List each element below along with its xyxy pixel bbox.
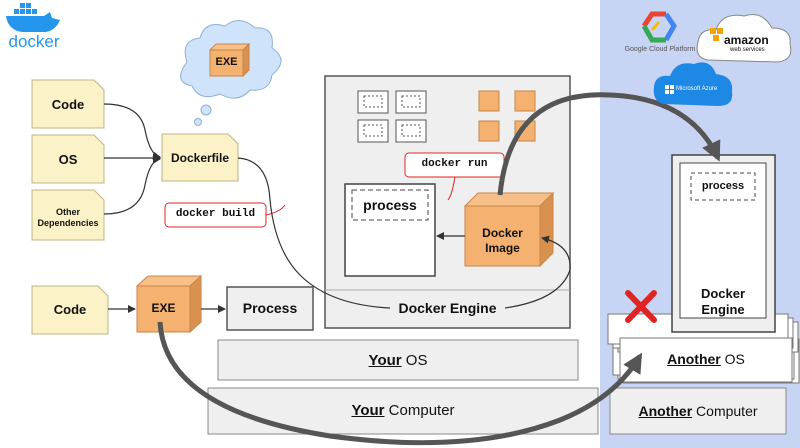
another-computer-rest: Computer: [692, 403, 758, 419]
deps-to-dockerfile-arrow: [103, 155, 161, 215]
aws-sub-label: web services: [730, 47, 765, 53]
bottom-code-label: Code: [53, 302, 87, 317]
azure-label: Microsoft Azure: [676, 86, 718, 92]
your-computer-bold: Your: [351, 402, 385, 419]
google-cloud-icon: [641, 11, 677, 43]
another-os-label: Another OS: [620, 351, 792, 367]
docker-run-label: docker run: [421, 158, 488, 170]
os-label: OS: [58, 152, 78, 167]
process-label: Process: [242, 300, 298, 316]
docker-logo-text: docker: [8, 32, 60, 51]
another-os-rest: OS: [720, 351, 745, 367]
container-process-label: process: [363, 197, 417, 213]
google-cloud-label: Google Cloud Platform: [624, 46, 696, 53]
code-note: [31, 79, 105, 129]
your-os-bold: Your: [368, 352, 402, 369]
aws-label: amazon: [724, 33, 769, 47]
thought-exe-label: EXE: [215, 56, 238, 68]
dockerfile-note: [161, 133, 239, 182]
another-computer-label: Another Computer: [610, 403, 786, 419]
docker-image-label-1: Docker: [482, 226, 523, 240]
docker-image-cube: [463, 191, 555, 268]
exe-label: EXE: [151, 301, 176, 315]
azure-cloud-icon: [653, 62, 733, 106]
another-engine-label-2: Engine: [701, 302, 745, 317]
image-to-cloud-arrow: [497, 92, 721, 196]
process-box: [226, 286, 314, 331]
your-os-rest: OS: [401, 352, 428, 369]
docker-whale-icon: [6, 3, 60, 32]
process-dashed-box: [351, 189, 429, 221]
red-x-icon: [625, 290, 657, 323]
code-label: Code: [51, 97, 85, 112]
docker-image-label-2: Image: [485, 241, 520, 255]
another-os-box: [619, 337, 793, 383]
docker-engine-label: Docker Engine: [390, 300, 505, 316]
code-to-dockerfile-arrow: [103, 103, 161, 160]
os-note: [31, 134, 105, 184]
another-computer-bold: Another: [638, 403, 693, 419]
dependencies-label: Dependencies: [37, 218, 99, 228]
your-computer-rest: Computer: [384, 402, 455, 419]
another-process-label: process: [701, 180, 745, 192]
another-process-box: [690, 172, 756, 201]
exe-cube: [135, 274, 203, 334]
bottom-code-note: [31, 285, 109, 335]
your-os-label: Your OS: [218, 352, 578, 369]
engine-to-image-arrow: [504, 235, 571, 309]
docker-build-label: docker build: [175, 208, 256, 220]
exe-to-another-os-arrow: [157, 321, 643, 446]
another-os-bold: Another: [667, 351, 721, 367]
aws-cloud-icon: [696, 14, 792, 63]
your-computer-label: Your Computer: [208, 402, 598, 419]
dockerfile-to-engine-arrow: [237, 157, 391, 309]
your-os-box: [217, 339, 579, 381]
another-engine-label-1: Docker: [700, 286, 746, 301]
other-deps-note: [31, 189, 105, 241]
another-computer-box: [609, 387, 787, 435]
dockerfile-label: Dockerfile: [170, 151, 230, 165]
other-label: Other: [55, 207, 80, 217]
thought-exe-cube: [208, 42, 251, 78]
